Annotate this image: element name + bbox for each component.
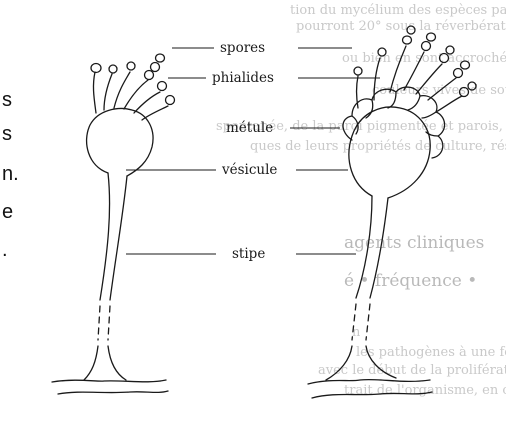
conidiophore-uniseriate xyxy=(52,54,175,394)
bg-line: ques de leurs propriétés de culture, rés… xyxy=(250,139,506,154)
margin-fragment: s xyxy=(2,123,12,145)
stipe-left-break xyxy=(108,306,110,340)
stipe-left-outline-left xyxy=(100,173,110,300)
phialide xyxy=(436,96,462,112)
conidiophore-biseriate xyxy=(308,26,476,398)
spore xyxy=(156,54,165,62)
hypha-left xyxy=(52,380,166,382)
foot-cell-left xyxy=(108,346,126,380)
label-spores: spores xyxy=(220,40,265,56)
spore xyxy=(151,63,160,72)
metule-wall xyxy=(422,112,436,118)
spore xyxy=(145,71,154,80)
background-text: tion du mycélium des espèces pathogènes … xyxy=(216,3,506,398)
bg-line: tion du mycélium des espèces pathogènes … xyxy=(290,3,506,18)
margin-fragment: s xyxy=(2,89,12,111)
foot-cell-left xyxy=(84,346,98,380)
bg-line: les pathogènes à une fondamentale du les xyxy=(356,345,506,360)
spore xyxy=(454,69,463,78)
spore xyxy=(109,65,117,73)
bg-line: trait de l'organisme, en contraste les a… xyxy=(344,383,506,398)
margin-fragment: e xyxy=(2,201,13,223)
bg-line: avec le début de la prolifération dans l… xyxy=(318,363,506,378)
bg-line: pourront 20° sous la réverbération, la d… xyxy=(296,19,506,34)
phialide xyxy=(142,106,168,120)
phialide xyxy=(357,76,359,108)
spore xyxy=(166,96,175,105)
spore xyxy=(158,82,167,91)
margin-fragment: n. xyxy=(2,163,19,185)
phialide xyxy=(104,74,112,110)
stipe-left-break xyxy=(98,306,100,340)
label-vesicule: vésicule xyxy=(221,162,277,178)
hypha-left xyxy=(58,391,168,394)
label-metule: métule xyxy=(226,120,273,136)
spore xyxy=(354,67,362,75)
spore xyxy=(403,36,412,44)
left-margin-text: s s n. e . xyxy=(2,89,19,261)
spore xyxy=(427,33,436,41)
margin-fragment: . xyxy=(2,239,8,261)
spore xyxy=(91,64,101,73)
bg-subheading: é • fréquence • xyxy=(344,271,477,291)
stipe-right-break xyxy=(366,304,370,340)
phialide xyxy=(134,92,160,113)
bg-heading: agents cliniques xyxy=(344,233,484,253)
spore xyxy=(422,42,431,51)
metule-wall xyxy=(408,96,420,110)
label-stipe: stipe xyxy=(232,246,265,262)
spore xyxy=(127,62,135,70)
stipe-left-outline-right xyxy=(110,176,127,300)
label-phialides: phialides xyxy=(212,70,274,86)
phialide xyxy=(124,80,148,109)
phialide xyxy=(93,72,96,113)
